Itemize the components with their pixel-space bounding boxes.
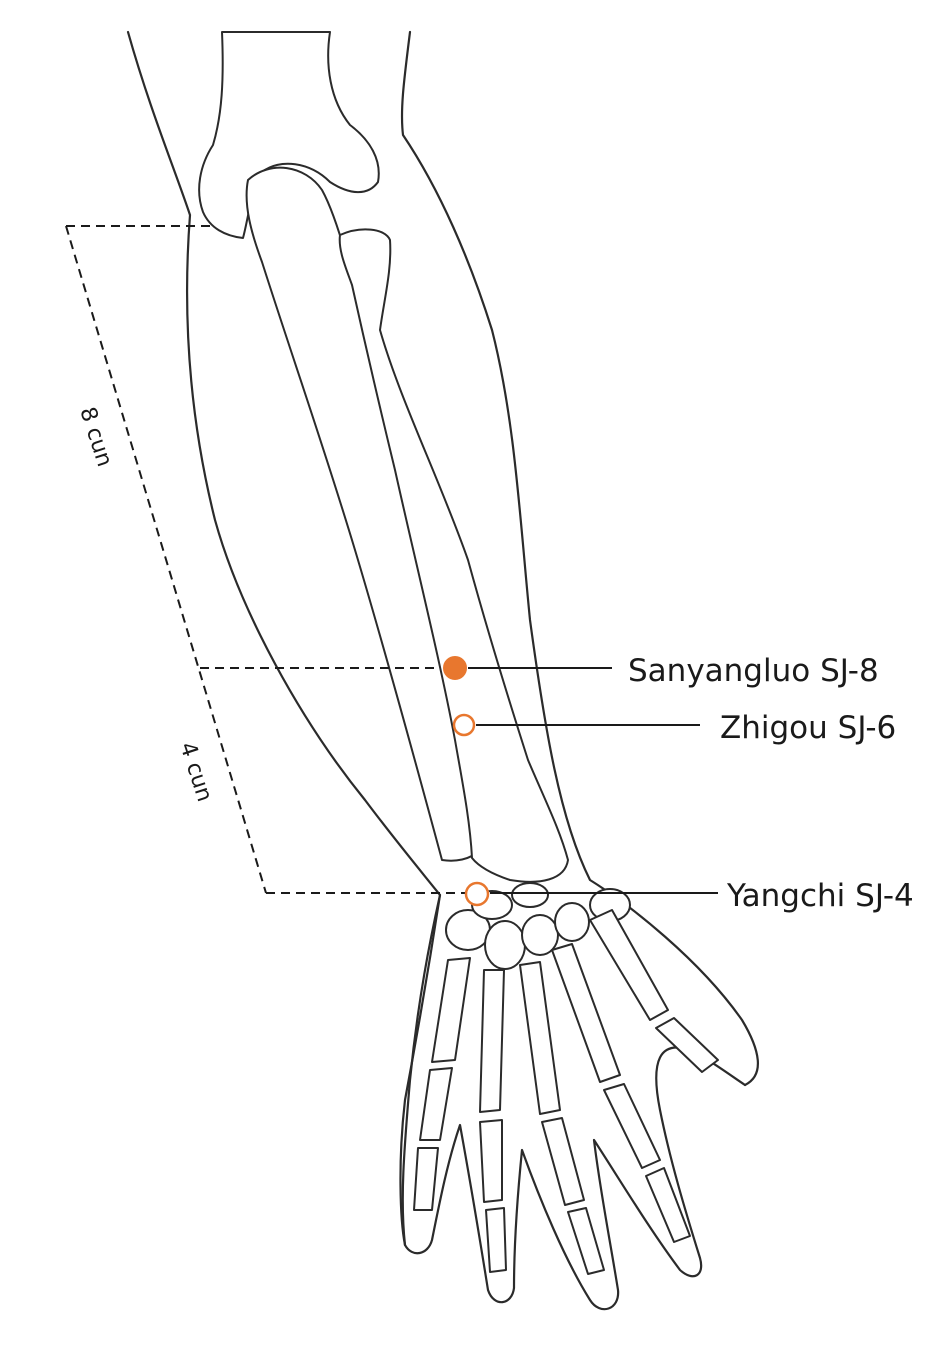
acupoint-zhigou[interactable] bbox=[452, 713, 476, 737]
arm-outline-right bbox=[400, 30, 759, 1087]
label-zhigou: Zhigou SJ-6 bbox=[720, 710, 896, 746]
arm-outline-left bbox=[126, 30, 442, 1247]
measure-dash-slant bbox=[65, 225, 267, 894]
acupoint-yangchi[interactable] bbox=[464, 881, 490, 907]
measure-label-4-cun: 4 cun bbox=[174, 739, 217, 805]
acupoint-sanyangluo[interactable] bbox=[443, 656, 467, 680]
radius-bone bbox=[338, 228, 569, 883]
hand-outline bbox=[401, 893, 747, 1311]
label-sanyangluo: Sanyangluo SJ-8 bbox=[628, 653, 879, 689]
measure-label-8-cun: 8 cun bbox=[74, 404, 117, 470]
label-yangchi: Yangchi SJ-4 bbox=[726, 878, 914, 914]
finger-bones bbox=[413, 909, 719, 1275]
